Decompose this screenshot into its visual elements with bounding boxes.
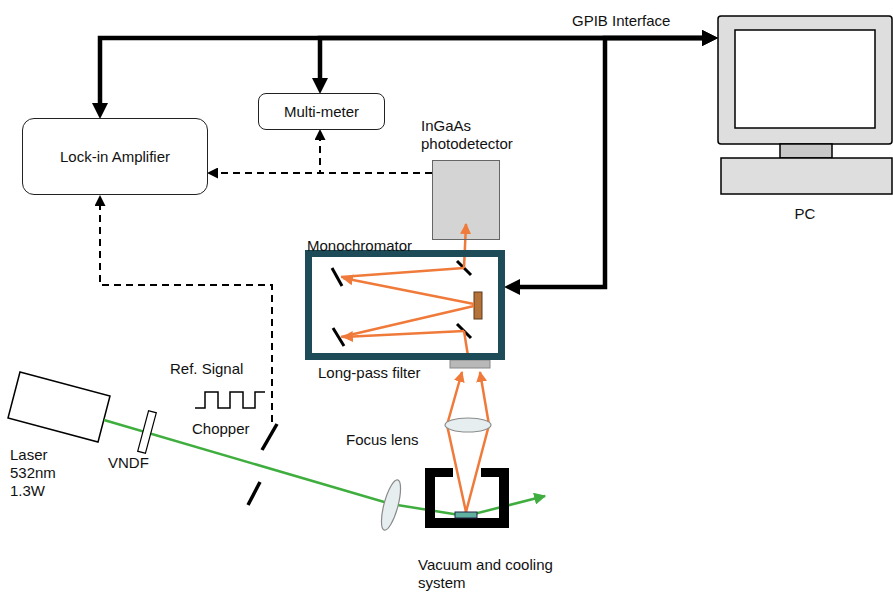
vacuum-chamber-box: Vacuum and cooling system — [425, 468, 509, 528]
light-ray — [464, 331, 468, 356]
light-ray — [464, 224, 466, 268]
node-heading: Monochromator — [307, 237, 412, 255]
signal-wire — [218, 172, 432, 174]
node-label: Lock-in Amplifier — [60, 148, 170, 166]
node-label: Multi-meter — [284, 103, 359, 121]
computer-base — [721, 158, 892, 194]
monitor-screen — [735, 30, 875, 128]
node-heading: InGaAs photodetector — [421, 117, 539, 153]
chopper-blade — [262, 424, 277, 450]
gpib-bus — [320, 38, 702, 78]
square-wave — [195, 392, 265, 408]
lens — [378, 478, 405, 532]
reference-wire — [100, 206, 272, 422]
component-label: Chopper — [192, 420, 250, 438]
filter-plate — [450, 360, 490, 368]
laser-beam — [104, 420, 466, 516]
signal-wire — [320, 140, 432, 173]
node-heading: Laser 532nm 1.3W — [10, 446, 64, 500]
component-label: Long-pass filter — [318, 364, 421, 382]
node-heading: Vacuum and cooling system — [418, 556, 568, 592]
computer-icon: PC — [717, 15, 893, 195]
light-ray — [341, 306, 474, 337]
laser-body — [8, 372, 110, 442]
signal-label: Ref. Signal — [170, 360, 243, 378]
vacuum-chamber — [425, 468, 509, 528]
detector-box: InGaAs photodetector — [432, 160, 500, 240]
chamber-wall — [425, 468, 453, 477]
light-ray — [447, 372, 466, 512]
component-label: VNDF — [108, 454, 149, 472]
gpib-bus — [520, 38, 702, 287]
instrument-box: Lock-in Amplifier — [22, 118, 208, 195]
filter-plate — [138, 411, 157, 454]
laser-source: Laser 532nm 1.3W — [8, 372, 110, 442]
chamber-wall — [481, 468, 509, 477]
monitor-frame — [718, 16, 892, 144]
light-ray — [343, 278, 474, 304]
monitor-stand — [780, 144, 832, 158]
component-label: Focus lens — [346, 431, 419, 449]
chopper-blade — [248, 482, 260, 505]
bus-label: GPIB Interface — [570, 12, 672, 30]
grating — [474, 292, 482, 319]
lens — [445, 418, 491, 432]
node-heading: PC — [717, 205, 893, 223]
instrument-box: Multi-meter — [258, 93, 385, 130]
mirror — [332, 268, 342, 286]
light-ray — [341, 268, 464, 277]
sample — [455, 512, 477, 518]
gpib-bus — [100, 38, 702, 103]
light-ray — [466, 372, 489, 512]
chamber-wall — [425, 518, 509, 528]
monochromator-box: Monochromator — [305, 250, 505, 360]
